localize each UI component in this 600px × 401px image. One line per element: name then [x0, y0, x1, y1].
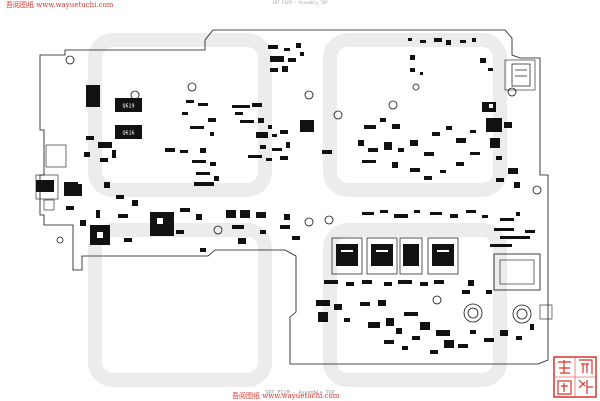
svg-text:Q616: Q616 [122, 131, 134, 137]
soc-package [493, 253, 541, 291]
power-inductor-fills [336, 244, 454, 266]
svg-text:Q619: Q619 [122, 104, 134, 110]
left-port-blocks [36, 85, 174, 245]
watermark-seal [553, 356, 597, 398]
connector-right-top [511, 63, 531, 87]
pad-accents [97, 104, 493, 252]
chip-q619: Q619 [115, 98, 142, 112]
watermark-top-left: 吾阅图纸 www.wayuetuchi.com [6, 1, 114, 9]
watermark-bottom-center: 吾阅图纸 www.wayuetuchi.com [232, 392, 340, 400]
background-logo-watermark [88, 33, 507, 387]
film-caption-top: SRT FILM - Assembly_TOP [272, 0, 328, 5]
chip-q616: Q616 [115, 125, 142, 139]
board-cutouts [35, 59, 553, 320]
power-inductors [331, 237, 459, 275]
film-caption-bottom: SRT FILM - Assembly_TOP [265, 390, 335, 396]
board-outline [39, 29, 549, 365]
